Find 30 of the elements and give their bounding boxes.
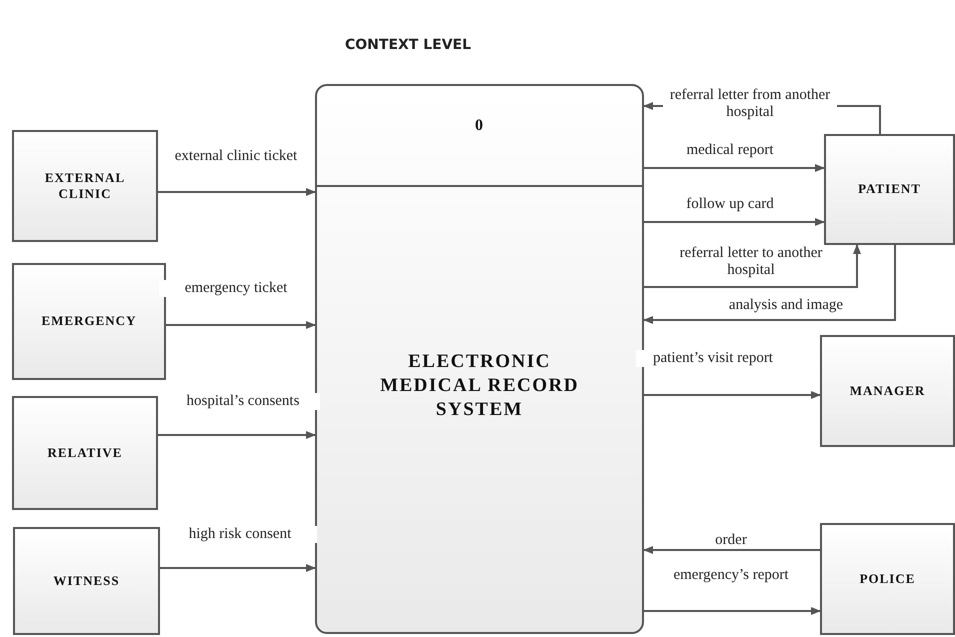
arrow bbox=[160, 564, 316, 572]
entity-name: EXTERNAL CLINIC bbox=[44, 170, 126, 202]
entity-box bbox=[820, 523, 955, 635]
entity-box bbox=[13, 527, 160, 635]
process-box bbox=[315, 84, 644, 634]
entity-name: POLICE bbox=[858, 570, 916, 588]
arrow bbox=[644, 391, 821, 399]
entity-box bbox=[12, 130, 158, 242]
arrow bbox=[158, 188, 316, 196]
entity-name: EMERGENCY bbox=[40, 313, 138, 330]
arrow bbox=[644, 218, 825, 226]
arrow bbox=[644, 164, 825, 172]
edge-label: referral letter from another hospital bbox=[663, 87, 837, 122]
diagram-title: CONTEXT LEVEL bbox=[345, 37, 472, 53]
process-name: ELECTRONIC MEDICAL RECORD SYSTEM bbox=[379, 350, 580, 422]
arrow bbox=[158, 431, 316, 439]
arrow bbox=[644, 607, 821, 615]
arrow bbox=[643, 546, 820, 554]
entity-name: PATIENT bbox=[857, 181, 922, 198]
entity-box bbox=[12, 396, 158, 510]
entity-box bbox=[820, 335, 955, 447]
arrow bbox=[643, 245, 896, 324]
process-number: 0 bbox=[474, 116, 485, 136]
entity-name: MANAGER bbox=[848, 382, 926, 400]
entity-name: RELATIVE bbox=[46, 444, 124, 462]
entity-name: WITNESS bbox=[52, 572, 121, 590]
entity-box bbox=[12, 263, 166, 380]
entity-box bbox=[824, 134, 955, 245]
arrow bbox=[644, 244, 861, 288]
arrow bbox=[166, 321, 316, 329]
